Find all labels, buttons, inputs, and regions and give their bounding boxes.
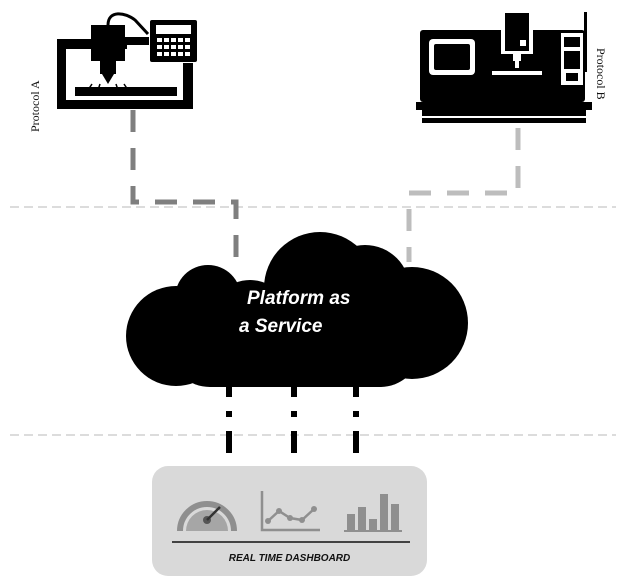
protocol-b-label: Protocol B (594, 48, 608, 100)
machine-a-icon (57, 12, 197, 109)
line-chart-icon (260, 491, 320, 532)
cloud-title-line2: a Service (239, 316, 323, 337)
cloud-shape (126, 232, 468, 387)
dashboard-panel (152, 466, 427, 576)
connector-a (130, 110, 239, 272)
dashboard-title: REAL TIME DASHBOARD (228, 553, 351, 564)
protocol-a-label: Protocol A (28, 80, 42, 132)
machine-b-icon (416, 10, 592, 123)
gauge-icon (177, 501, 237, 532)
connector-b (406, 128, 521, 262)
cloud-title-line1: Platform as (247, 288, 351, 309)
bar-chart-icon (344, 494, 402, 532)
